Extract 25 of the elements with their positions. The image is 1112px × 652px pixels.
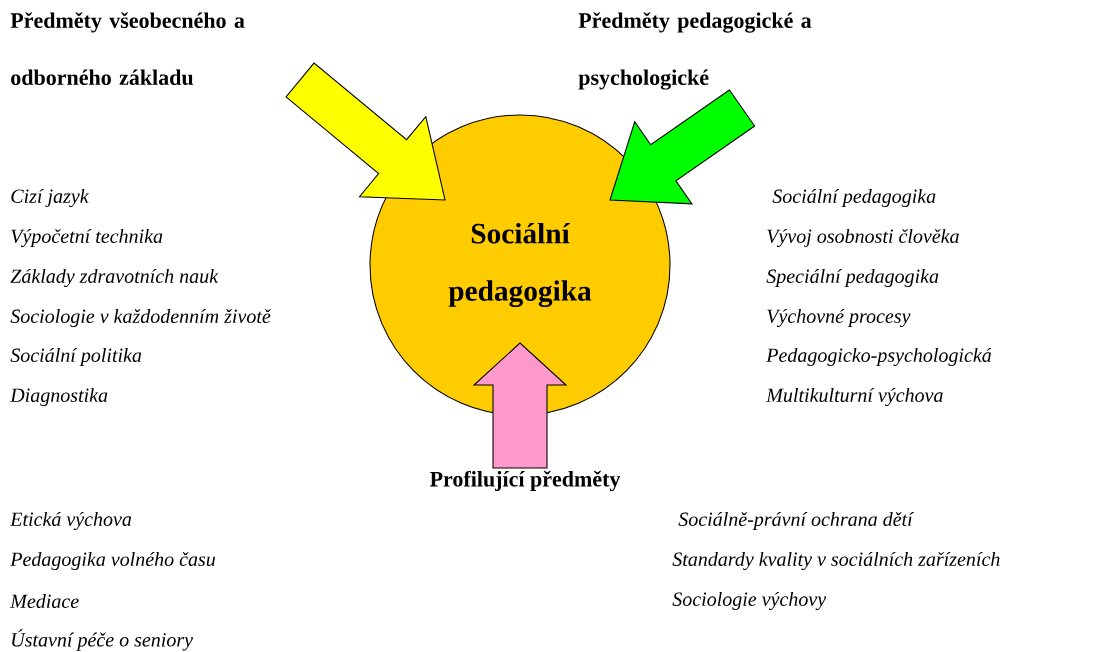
list-item: Výchovné procesy	[767, 308, 911, 328]
list-item: Vývoj osobnosti člověka	[767, 228, 959, 248]
list-item: Sociologie výchovy	[672, 591, 827, 611]
heading: Předměty všeobecného a odborného základu	[10, 12, 245, 86]
block-arrow	[285, 62, 446, 201]
list-item: Pedagogicko-psychologická	[766, 347, 992, 367]
heading: Profilující předměty	[429, 470, 621, 492]
block-arrow	[609, 89, 756, 205]
list-item: Výpočetní technika	[11, 228, 163, 248]
list-item: Mediace	[10, 593, 79, 609]
list-item: Sociální pedagogika	[772, 188, 936, 208]
list-item: Etická výchova	[10, 511, 132, 531]
block-arrow	[472, 342, 568, 469]
heading: Předměty pedagogické a psychologické	[578, 12, 812, 90]
list-item: Základy zdravotních nauk	[10, 268, 219, 288]
list-item: Ústavní péče o seniory	[12, 629, 193, 651]
list-item: Diagnostika	[10, 387, 108, 407]
list-item: Sociologie v každodenním životě	[10, 308, 271, 328]
list-item: Pedagogika volného času	[10, 551, 216, 571]
list-item: Speciální pedagogika	[766, 268, 939, 288]
list-item: Standardy kvality v sociálních zařízeních	[672, 551, 1000, 571]
list-item: Multikulturní výchova	[766, 387, 943, 407]
list-item: Cizí jazyk	[11, 188, 89, 208]
list-item: Sociálně-právní ochrana dětí	[678, 511, 915, 531]
list-item: Sociální politika	[10, 347, 142, 367]
